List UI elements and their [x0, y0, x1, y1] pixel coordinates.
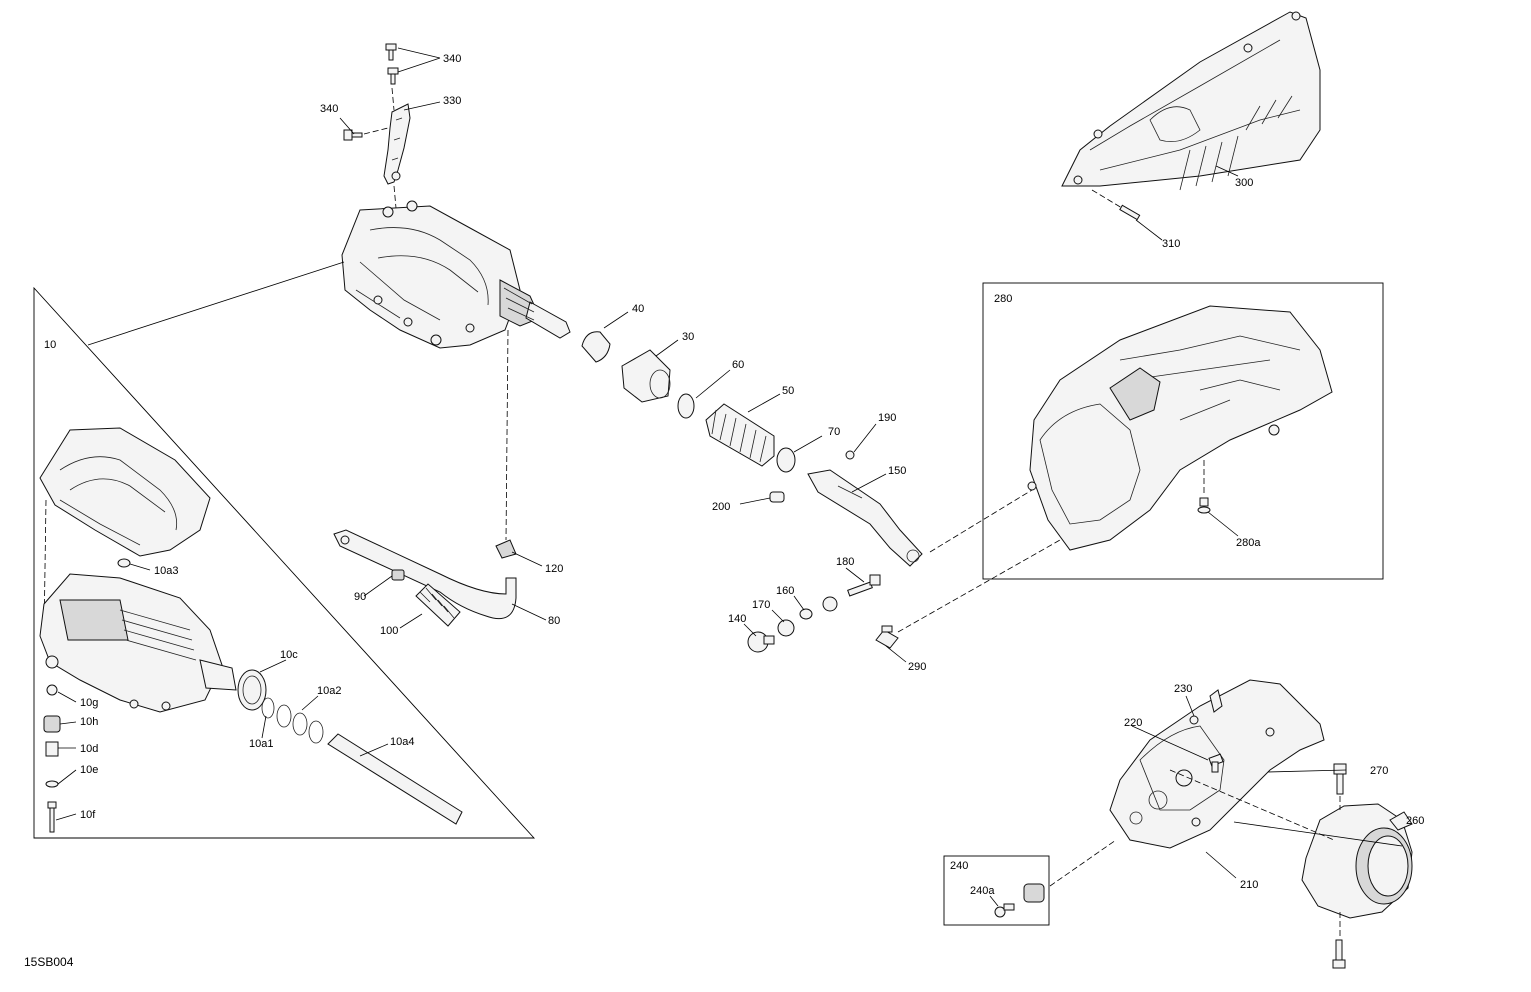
clip-40: [581, 331, 611, 363]
bolt-260-bottom: [1332, 939, 1346, 969]
label-150: 150: [888, 465, 906, 477]
bushing-10h: [43, 715, 61, 733]
label-300: 300: [1235, 177, 1253, 189]
label-230: 230: [1174, 683, 1192, 695]
inset-frame-280: [982, 282, 1384, 580]
bolt-310: [1119, 204, 1141, 221]
label-200: 200: [712, 501, 730, 513]
bolt-340-side: [343, 129, 363, 141]
label-80: 80: [548, 615, 560, 627]
washer-10g: [46, 684, 58, 696]
bolt-180: [847, 574, 881, 597]
label-280a: 280a: [1236, 537, 1261, 549]
label-340-side: 340: [320, 103, 338, 115]
bushing-170: [777, 619, 795, 637]
bolt-280a: [1197, 497, 1211, 514]
diagram-code: 15SB004: [24, 955, 74, 969]
label-10a2: 10a2: [317, 685, 341, 697]
label-290: 290: [908, 661, 926, 673]
supercharger-assembly: [341, 200, 571, 349]
bushing-230: [1175, 715, 1199, 787]
oring-10a3: [117, 558, 131, 568]
washer-160: [799, 608, 813, 620]
intake-280: [1027, 305, 1333, 551]
label-30: 30: [682, 331, 694, 343]
boot-100: [415, 583, 461, 627]
label-270: 270: [1370, 765, 1388, 777]
label-100: 100: [380, 625, 398, 637]
label-10a4: 10a4: [390, 736, 414, 748]
bolt-340-top: [385, 43, 399, 85]
inset-frame-10: [33, 286, 536, 839]
label-70: 70: [828, 426, 840, 438]
label-180: 180: [836, 556, 854, 568]
bolt-140: [747, 631, 775, 653]
fitting-90: [391, 569, 405, 581]
inset-frame-240: [943, 855, 1050, 926]
clamp-70: [776, 447, 796, 473]
pin-200: [769, 491, 785, 503]
label-10d: 10d: [80, 743, 98, 755]
nut-160-a: [822, 596, 838, 612]
spacer-10d: [45, 741, 59, 757]
callout-labels: 340 340 330 300 310 280 280a 10 40 30 60…: [24, 53, 1424, 969]
label-240: 240: [950, 860, 968, 872]
label-90: 90: [354, 591, 366, 603]
bolt-10f: [47, 801, 57, 833]
coupler-30: [621, 349, 671, 403]
cover-300: [1061, 11, 1321, 191]
housing-260: [1301, 803, 1413, 919]
label-280: 280: [994, 293, 1012, 305]
cover-10: [39, 427, 211, 557]
label-120: 120: [545, 563, 563, 575]
label-10a3: 10a3: [154, 565, 178, 577]
label-10: 10: [44, 339, 56, 351]
label-10g: 10g: [80, 697, 98, 709]
label-220: 220: [1124, 717, 1142, 729]
oring-10a1: [261, 697, 275, 719]
label-10f: 10f: [80, 809, 96, 821]
bolt-220: [1208, 753, 1224, 773]
rotor-housing-10: [39, 573, 237, 713]
clamp-60: [677, 393, 695, 419]
leader-lines: [55, 47, 1403, 907]
label-10e: 10e: [80, 764, 98, 776]
label-10h: 10h: [80, 716, 98, 728]
label-310: 310: [1162, 238, 1180, 250]
label-50: 50: [782, 385, 794, 397]
label-170: 170: [752, 599, 770, 611]
label-160: 160: [776, 585, 794, 597]
label-190: 190: [878, 412, 896, 424]
bushing-240: [1023, 883, 1045, 903]
label-260: 260: [1406, 815, 1424, 827]
washer-10e: [45, 780, 59, 788]
label-240a: 240a: [970, 885, 995, 897]
label-40: 40: [632, 303, 644, 315]
fitting-120: [495, 539, 517, 559]
boot-50: [705, 403, 775, 467]
shaft-10a4: [327, 733, 463, 825]
oring-10a2: [276, 704, 324, 744]
bolt-270: [1333, 763, 1347, 795]
label-60: 60: [732, 359, 744, 371]
bracket-330: [383, 103, 411, 185]
label-140: 140: [728, 613, 746, 625]
lever-150: [807, 469, 923, 567]
label-10c: 10c: [280, 649, 298, 661]
stud-290: [875, 625, 899, 649]
label-340-top: 340: [443, 53, 461, 65]
screw-240a: [994, 903, 1015, 918]
label-210: 210: [1240, 879, 1258, 891]
label-10a1: 10a1: [249, 738, 273, 750]
rod-80: [333, 529, 517, 620]
seal-10c: [237, 669, 267, 711]
label-330: 330: [443, 95, 461, 107]
screw-190: [845, 450, 855, 460]
